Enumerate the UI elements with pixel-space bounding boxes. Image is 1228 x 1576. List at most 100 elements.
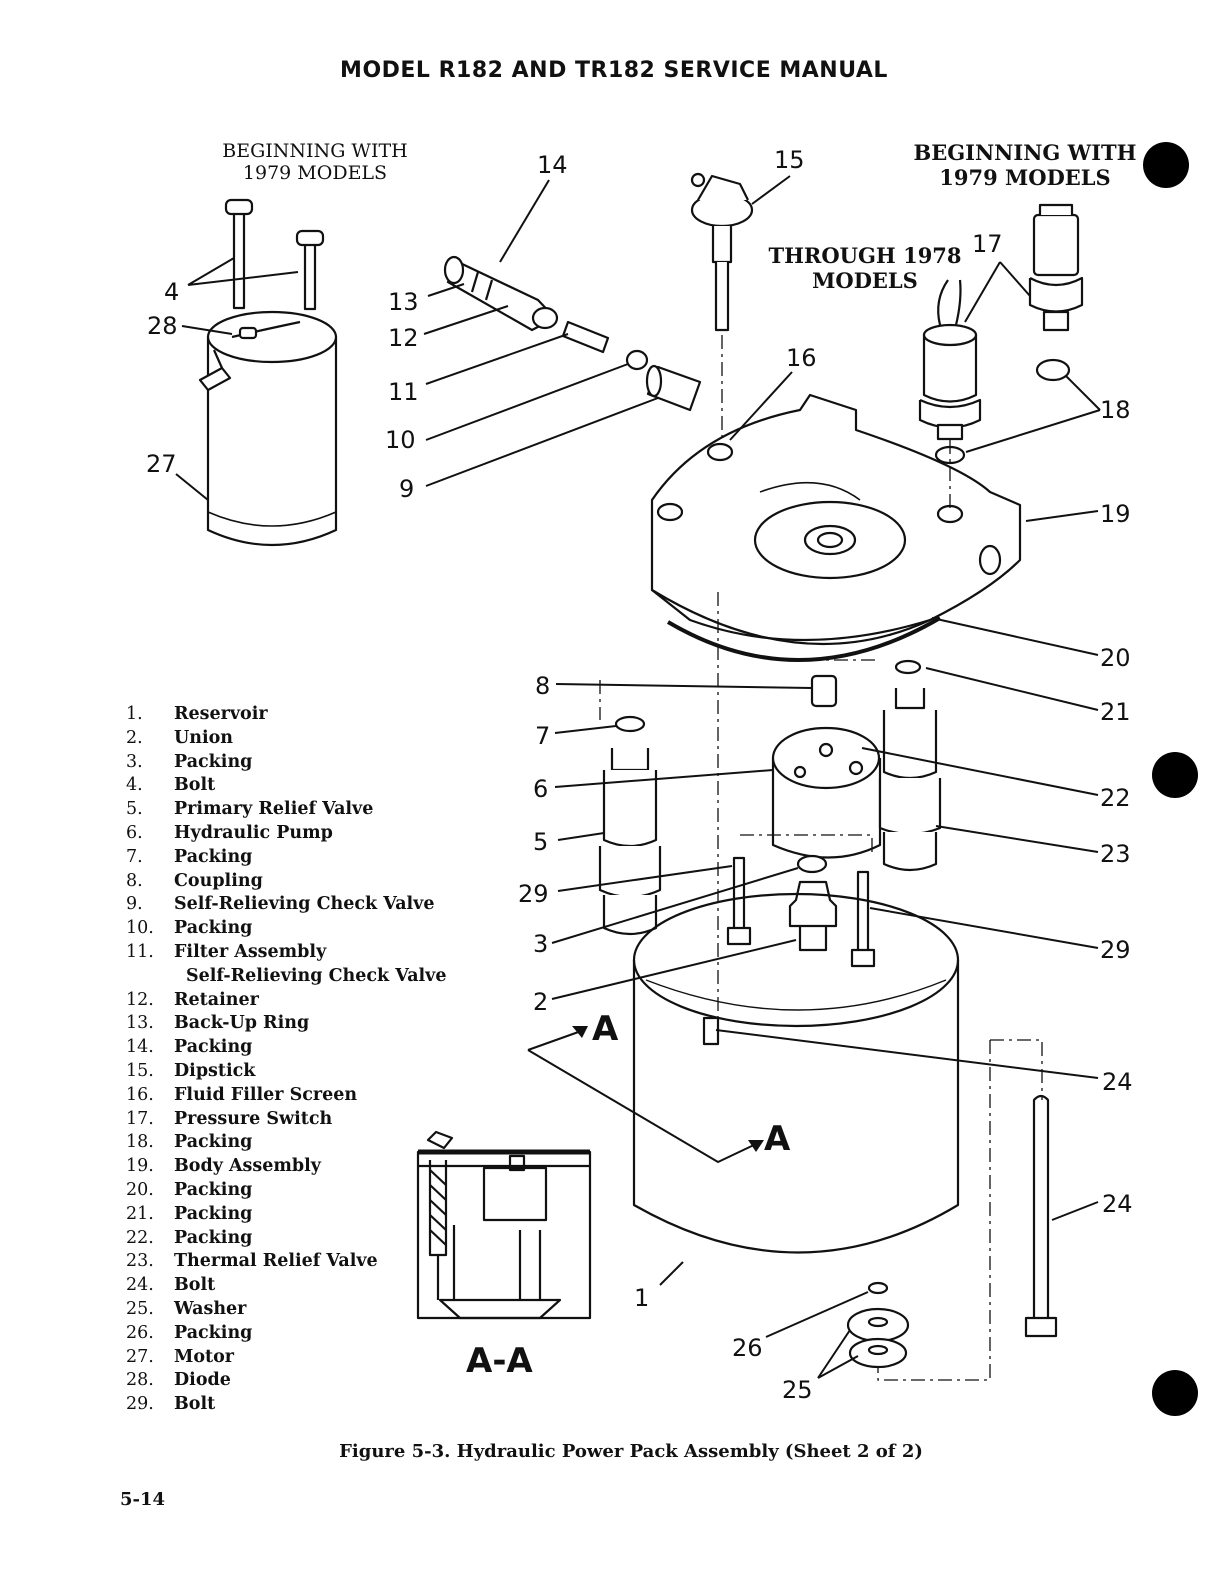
part-number: 13. [126, 1013, 154, 1034]
parts-list-item: 16. Fluid Filler Screen [126, 1084, 486, 1108]
callout-21: 21 [1100, 698, 1131, 726]
parts-list-item: 21.Packing [126, 1203, 486, 1227]
callout-27: 27 [146, 450, 177, 478]
parts-list-item: 26.Packing [126, 1322, 486, 1346]
callout-1: 1 [634, 1284, 649, 1312]
part-name: Packing [174, 1322, 253, 1343]
note-right-line1: BEGINNING WITH [913, 140, 1137, 165]
pressure-switch-new-drawing [1028, 203, 1084, 332]
part-name: Bolt [174, 1394, 216, 1415]
part-number: 27. [126, 1346, 154, 1367]
parts-list-item: 25.Washer [126, 1298, 486, 1322]
packing-10-drawing [625, 349, 649, 371]
part-name: Back-Up Ring [174, 1013, 310, 1034]
thermal-relief-valve-drawing [878, 659, 942, 872]
part-name: Pressure Switch [174, 1108, 333, 1129]
part-number: 28. [126, 1370, 154, 1391]
part-name: Washer [174, 1298, 247, 1319]
dipstick-drawing [690, 172, 754, 332]
part-name: Hydraulic Pump [174, 822, 333, 843]
callout-3: 3 [533, 930, 548, 958]
note-left-line2: 1979 MODELS [242, 162, 388, 184]
callout-29-right: 29 [1100, 936, 1131, 964]
callout-7: 7 [535, 722, 550, 750]
callout-15: 15 [774, 146, 805, 174]
parts-list-item: 24.Bolt [126, 1274, 486, 1298]
parts-list-item: 20. Packing [126, 1179, 486, 1203]
callout-24-top: 24 [1102, 1068, 1133, 1096]
section-arrowheads [572, 1026, 764, 1152]
parts-list-item: 13. Back-Up Ring [126, 1012, 486, 1036]
part-name: Fluid Filler Screen [174, 1084, 358, 1105]
part-number: 4. [126, 775, 143, 796]
centerlines [599, 335, 1043, 1381]
bolt-29-right-drawing [850, 870, 876, 968]
callout-18: 18 [1100, 396, 1131, 424]
callout-23: 23 [1100, 840, 1131, 868]
packing-26-drawing [867, 1281, 889, 1295]
callout-10: 10 [385, 426, 416, 454]
callout-22: 22 [1100, 784, 1131, 812]
callout-26: 26 [732, 1334, 763, 1362]
note-right-line2: 1979 MODELS [939, 165, 1111, 190]
packing-18-right-drawing [1035, 358, 1071, 382]
reservoir-drawing [632, 892, 960, 1254]
parts-list-item: 9.Self-Relieving Check Valve [126, 893, 486, 917]
callout-28: 28 [147, 312, 178, 340]
callout-17: 17 [972, 230, 1003, 258]
leader-lines [175, 175, 1101, 1379]
callout-14: 14 [537, 151, 568, 179]
note-through-line2: MODELS [812, 268, 918, 293]
parts-list-item: 27. Motor [126, 1346, 486, 1370]
part-number: 18. [126, 1132, 154, 1153]
part-number: 1. [126, 704, 143, 724]
callout-19: 19 [1100, 500, 1131, 528]
part-name: Filter Assembly [174, 941, 327, 962]
part-number: 9. [126, 894, 143, 915]
callout-6: 6 [533, 775, 548, 803]
note-through-line1: THROUGH 1978 [768, 243, 962, 268]
union-drawing [788, 880, 838, 952]
note-right-beginning: BEGINNING WITH 1979 MODELS [890, 140, 1160, 190]
part-number: 19. [126, 1156, 154, 1177]
part-name: Motor [174, 1346, 235, 1367]
part-number [126, 965, 174, 989]
part-number: 8. [126, 870, 143, 891]
packing-3-drawing [796, 854, 828, 874]
page-title: MODEL R182 AND TR182 SERVICE MANUAL [340, 58, 888, 83]
parts-list-item: 19.Body Assembly [126, 1155, 486, 1179]
part-name: Bolt [174, 775, 216, 796]
callout-29-left: 29 [518, 880, 549, 908]
callout-25: 25 [782, 1376, 813, 1404]
callout-11: 11 [388, 378, 419, 406]
parts-list-item: 1. Reservoir [126, 703, 486, 727]
note-left-line1: BEGINNING WITH [222, 140, 408, 162]
parts-list-item: 10.Packing [126, 917, 486, 941]
primary-relief-valve-drawing [598, 715, 662, 936]
part-name: Packing [174, 918, 253, 939]
parts-list-item: 17. Pressure Switch [126, 1108, 486, 1132]
part-name: Packing [174, 1203, 253, 1224]
section-marker-a-upper: A [592, 1009, 619, 1049]
parts-list-item: 3.Packing [126, 751, 486, 775]
pressure-switch-old-drawing [918, 279, 982, 441]
part-name: Packing [174, 1179, 253, 1200]
part-number: 20. [126, 1179, 154, 1200]
callout-5: 5 [533, 828, 548, 856]
parts-list-item: 22.Packing [126, 1227, 486, 1251]
part-number: 17. [126, 1108, 154, 1129]
parts-list-item: 23.Thermal Relief Valve [126, 1250, 486, 1274]
part-number: 2. [126, 727, 143, 748]
part-number: 12. [126, 989, 154, 1010]
callout-9: 9 [399, 475, 414, 503]
coupling-drawing [810, 674, 838, 708]
filter-drawing [561, 320, 610, 354]
part-name: Reservoir [174, 704, 268, 724]
note-left-beginning: BEGINNING WITH 1979 MODELS [190, 140, 440, 184]
part-number: 16. [126, 1084, 154, 1105]
parts-list-item: 4. Bolt [126, 774, 486, 798]
body-assembly-drawing [650, 393, 1022, 646]
callout-16: 16 [786, 344, 817, 372]
